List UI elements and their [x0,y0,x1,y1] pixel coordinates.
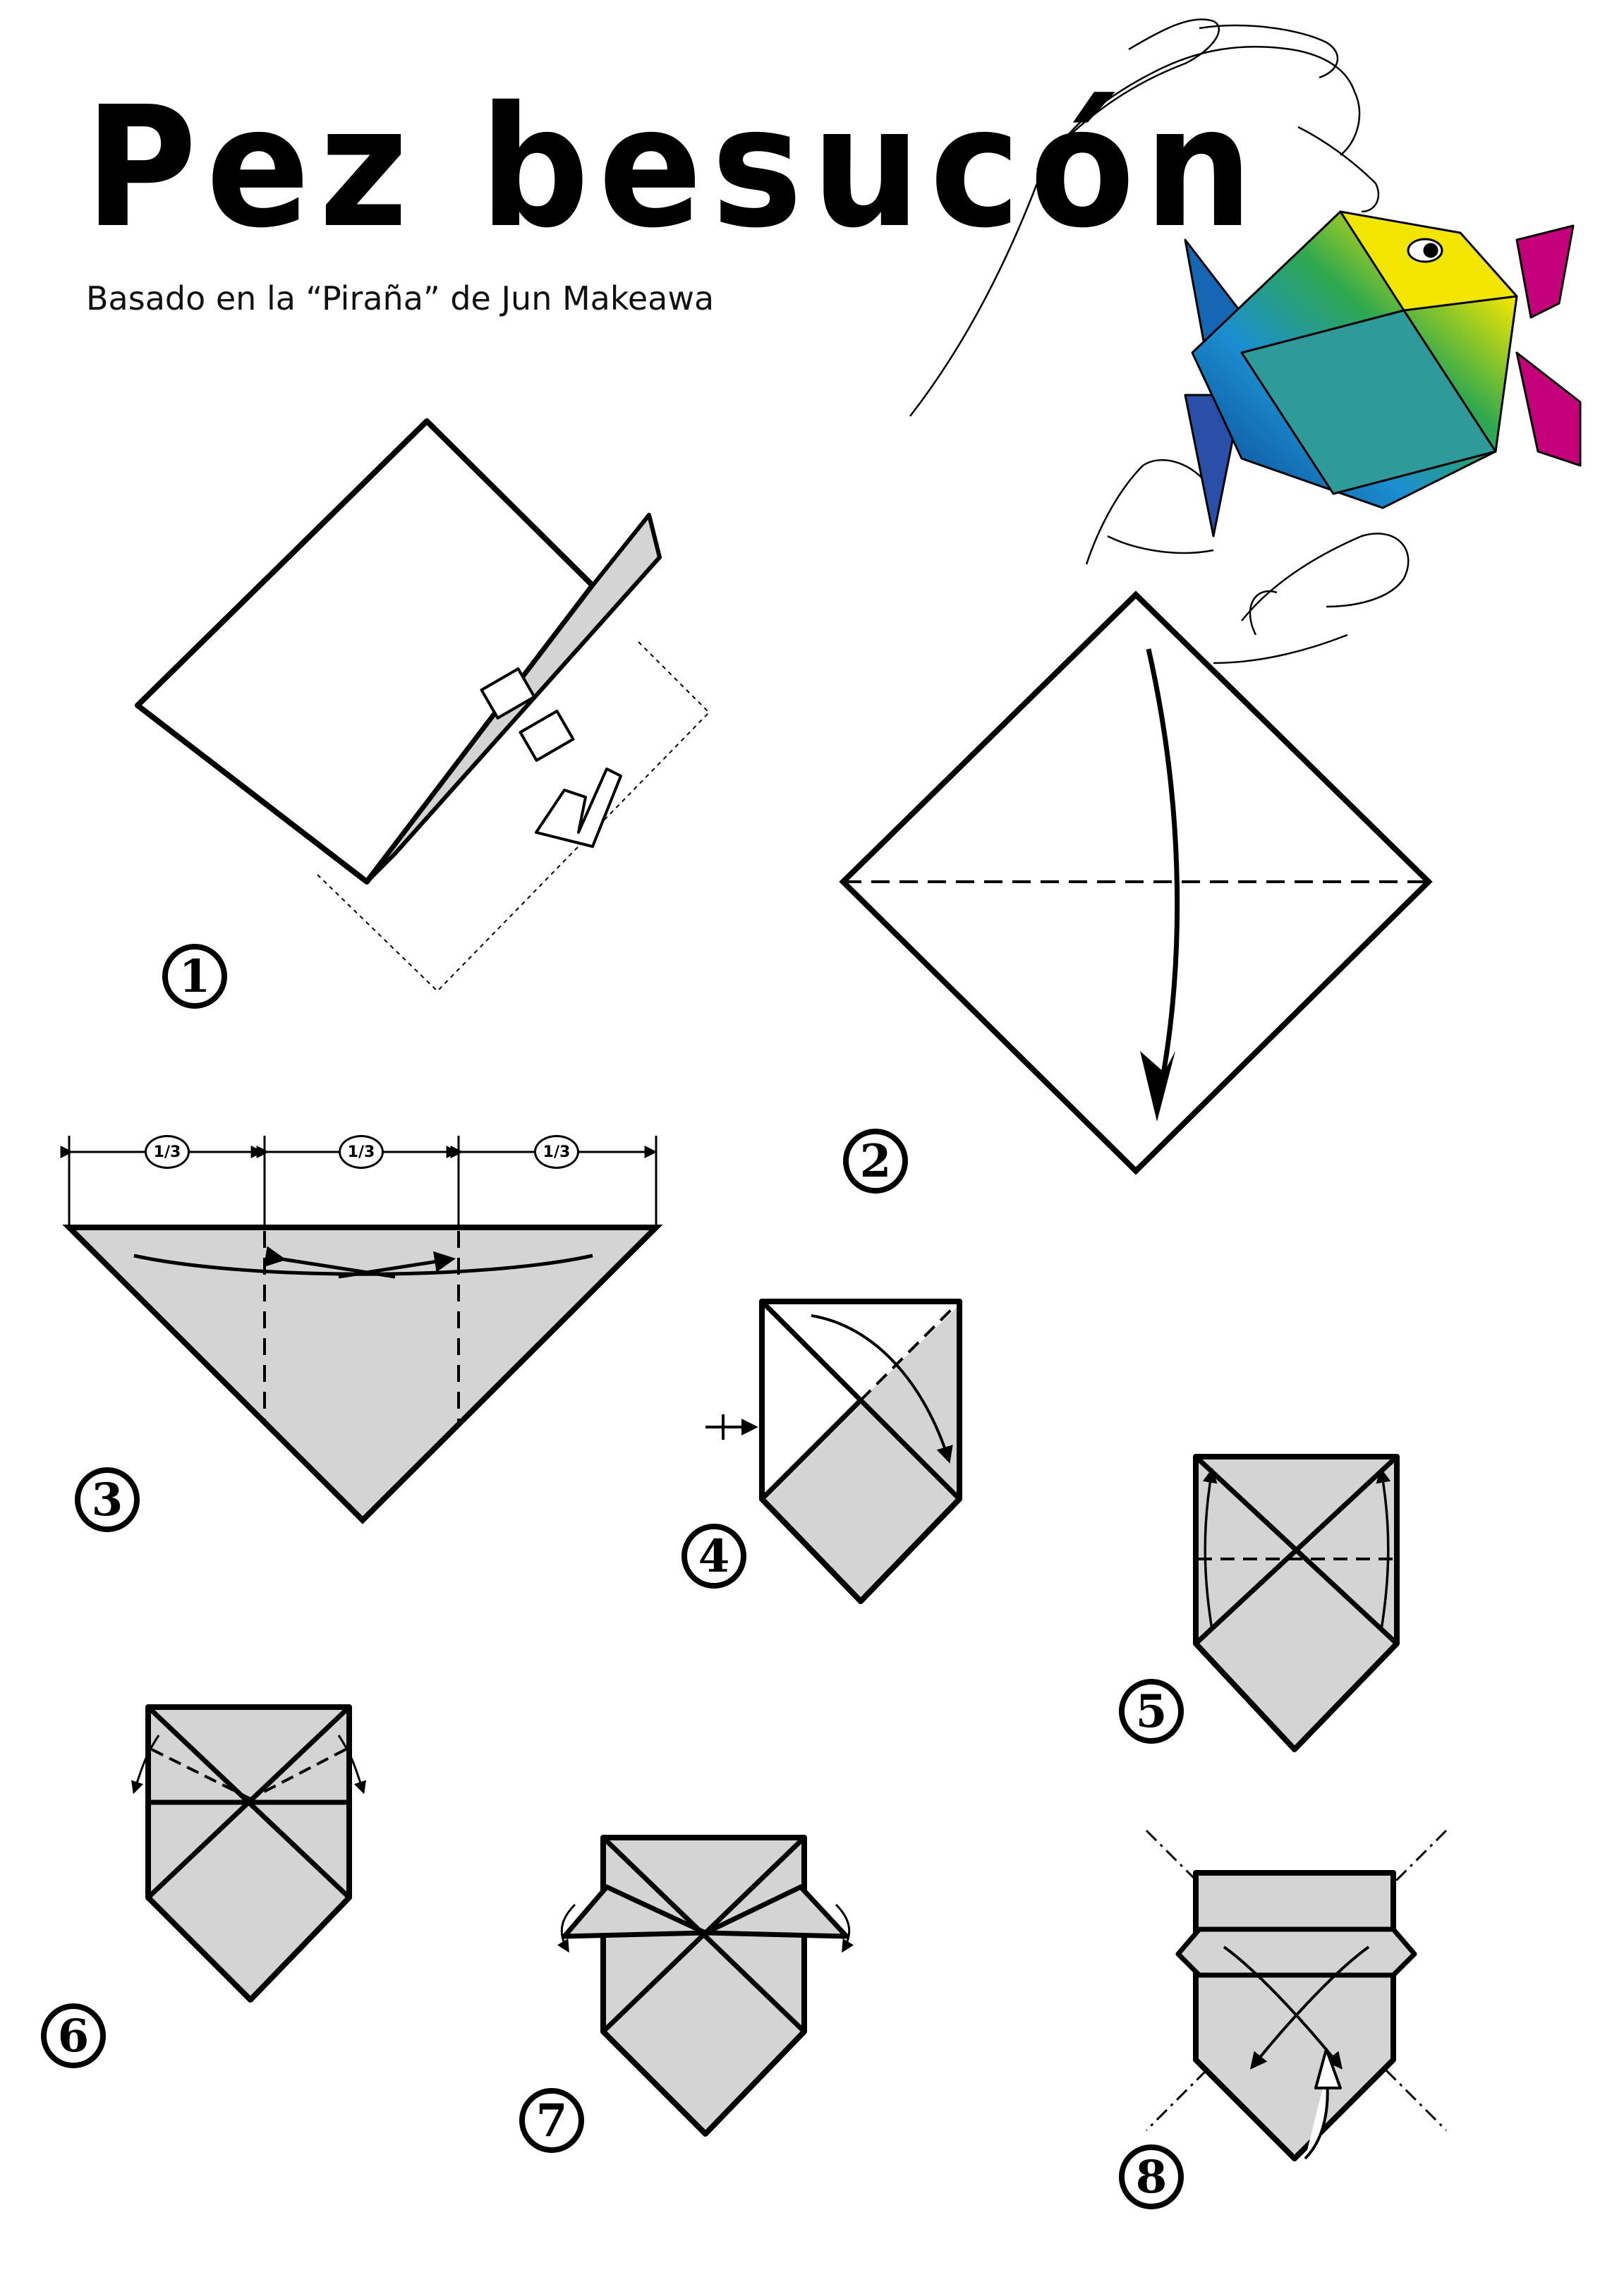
step-7-number: 7 [519,2088,584,2153]
step-1-number: 1 [162,944,227,1009]
third-label-2: 1/3 [339,1135,384,1169]
fish-model [1184,210,1582,538]
step-5-diagram [1193,1454,1400,1752]
step-8-number: 8 [1119,2144,1184,2209]
step-8-diagram [1145,1829,1448,2161]
step-3-number: 3 [75,1467,140,1532]
page-subtitle: Basado en la “Piraña” de Jun Makeawa [86,279,715,317]
third-label-3: 1/3 [534,1135,579,1169]
step-7-diagram [557,1835,854,2137]
step-5-number: 5 [1119,1679,1184,1744]
page-title: Pez besucón [85,71,1262,265]
step-2-number: 2 [843,1129,908,1194]
step-1-diagram [135,418,710,992]
step-6-number: 6 [41,2003,106,2068]
step-4-diagram [705,1299,962,1604]
hand-illustration [909,18,1410,664]
step-6-diagram [131,1704,366,2003]
third-label-1: 1/3 [145,1135,190,1169]
step-4-number: 4 [681,1524,746,1589]
step-3-diagram [60,1136,663,1524]
step-2-diagram [839,590,1433,1175]
